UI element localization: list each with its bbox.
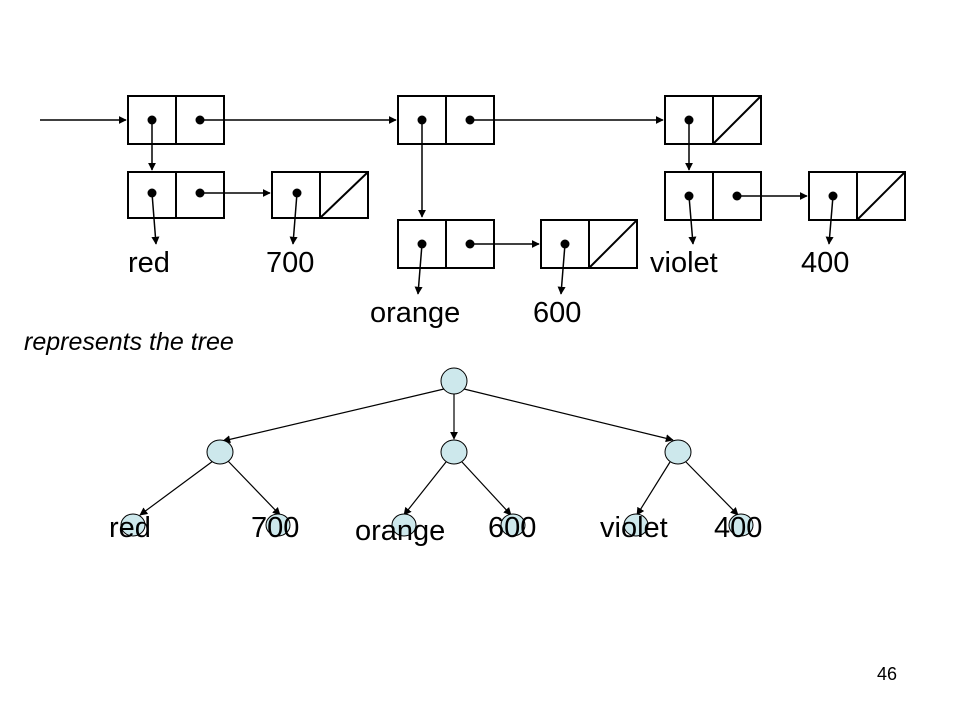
tree-edge xyxy=(685,461,739,516)
tree-nodes xyxy=(120,367,754,537)
list-label-600: 600 xyxy=(533,297,581,329)
list-label-400: 400 xyxy=(801,247,849,279)
red-cell xyxy=(127,171,225,219)
top-cell-3 xyxy=(664,95,762,145)
null-slash xyxy=(588,219,638,269)
tree-edge xyxy=(222,388,445,444)
tree-leaf xyxy=(120,513,146,537)
tree-label-400: 400 xyxy=(714,512,762,544)
tree-leaf xyxy=(728,513,754,537)
tree-edge xyxy=(463,388,674,443)
page-number: 46 xyxy=(877,664,897,684)
null-slash xyxy=(319,171,369,219)
null-slash xyxy=(856,171,906,221)
tree-label-orange: orange xyxy=(355,515,445,547)
pointer-dots xyxy=(147,115,838,249)
tree-edge xyxy=(139,460,214,516)
tree-label-violet: violet xyxy=(600,512,668,544)
tree-edge xyxy=(636,461,671,516)
tree-node xyxy=(440,439,468,465)
null-slash xyxy=(712,95,762,145)
list-label-red: red xyxy=(128,247,170,279)
pointer-arrow xyxy=(151,192,160,245)
pointer-arrow xyxy=(289,192,298,245)
pointer-arrow xyxy=(688,195,697,245)
tree-node xyxy=(206,439,234,465)
tree-leaf xyxy=(265,513,291,537)
tree-edge xyxy=(227,460,281,516)
list-label-700: 700 xyxy=(266,247,314,279)
pointer-arrow xyxy=(557,243,566,295)
tree-node-root xyxy=(440,367,468,395)
list-label-violet: violet xyxy=(650,247,718,279)
600-cell xyxy=(540,219,638,269)
tree-node xyxy=(664,439,692,465)
tree-leaf xyxy=(391,513,417,537)
linked-list-diagram xyxy=(40,95,906,295)
tree-label-red: red xyxy=(109,512,151,544)
tree-leaf xyxy=(500,513,526,537)
tree-label-700: 700 xyxy=(251,512,299,544)
pointer-arrow xyxy=(825,195,834,245)
400-cell xyxy=(808,171,906,221)
caption: represents the tree xyxy=(24,328,234,356)
tree-label-600: 600 xyxy=(488,512,536,544)
tree-edge xyxy=(403,461,447,516)
tree-diagram xyxy=(139,388,739,516)
tree-leaf xyxy=(623,513,649,537)
tree-edge xyxy=(461,461,512,516)
700-cell xyxy=(271,171,369,219)
pointer-arrow xyxy=(414,243,423,295)
list-label-orange: orange xyxy=(370,297,460,329)
